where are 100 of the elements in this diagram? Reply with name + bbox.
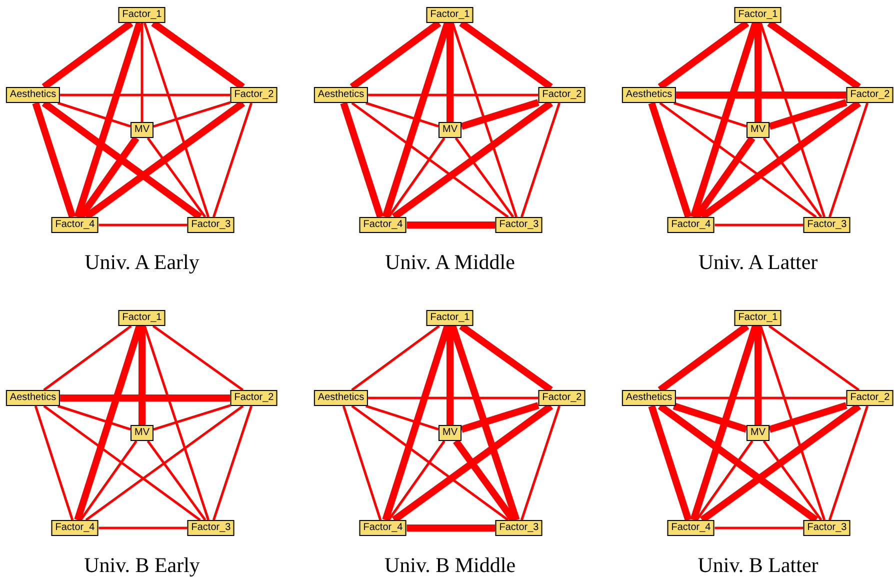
node-box: Factor_4 <box>51 520 99 536</box>
edge-line <box>460 402 540 433</box>
node-box: Factor_4 <box>51 217 99 233</box>
edge-line <box>143 22 210 218</box>
edge-line <box>388 440 446 521</box>
node-box: Factor_1 <box>118 7 166 23</box>
node-box: Factor_4 <box>667 520 715 536</box>
edge-line <box>674 102 747 128</box>
edge-line <box>672 402 748 433</box>
edge-line <box>74 22 143 218</box>
node-box: Factor_2 <box>538 390 586 406</box>
node-box: Aesthetics <box>6 87 60 103</box>
node-box: Factor_1 <box>426 7 474 23</box>
edge-line <box>60 394 230 402</box>
edge-line <box>98 526 188 530</box>
edge-line <box>648 102 692 218</box>
edge-line <box>762 137 822 218</box>
edge-line <box>648 404 692 522</box>
edge-line <box>676 396 846 400</box>
node-box: Factor_1 <box>734 310 782 326</box>
edge-line <box>676 92 846 98</box>
edge-line <box>446 326 454 425</box>
node-box: Aesthetics <box>314 390 368 406</box>
edge-line <box>342 406 382 520</box>
edge-line <box>368 94 538 96</box>
panel-caption: Univ. A Middle <box>385 250 515 274</box>
edge-line <box>146 137 206 218</box>
node-box: Factor_1 <box>734 7 782 23</box>
edge-line <box>759 326 826 520</box>
node-box: MV <box>746 425 770 441</box>
edge-line <box>351 405 509 521</box>
edge-line <box>152 324 244 392</box>
edge-line <box>768 402 848 433</box>
panel-caption: Univ. B Early <box>84 553 200 577</box>
edge-line <box>446 23 454 122</box>
node-box: MV <box>746 122 770 138</box>
node-box: Aesthetics <box>622 87 676 103</box>
node-box: Factor_4 <box>667 217 715 233</box>
edge-line <box>368 396 538 400</box>
edge-line <box>351 325 440 391</box>
edge-line <box>828 406 869 520</box>
edge-line <box>140 23 144 122</box>
edge-line <box>366 102 439 128</box>
node-box: Factor_3 <box>187 217 235 233</box>
node-box: Factor_1 <box>426 310 474 326</box>
edge-line <box>520 406 561 520</box>
panel-caption: Univ. B Latter <box>698 553 818 577</box>
panel-caption: Univ. A Early <box>84 250 200 274</box>
node-box: Factor_3 <box>495 217 543 233</box>
edge-line <box>659 102 817 218</box>
node-box: Factor_4 <box>359 520 407 536</box>
edge-line <box>768 99 848 130</box>
panel-caption: Univ. A Latter <box>698 250 818 274</box>
edge-line <box>454 137 514 218</box>
panel-caption: Univ. B Middle <box>384 553 516 577</box>
edge-line <box>98 224 188 226</box>
node-box: Factor_2 <box>846 87 894 103</box>
edge-line <box>212 102 253 218</box>
edge-line <box>58 102 131 128</box>
edge-line <box>34 406 74 520</box>
edge-line <box>58 404 131 430</box>
edge-line <box>138 326 146 425</box>
edge-line <box>754 23 762 122</box>
edge-line <box>43 325 132 391</box>
node-box: MV <box>130 122 154 138</box>
node-box: MV <box>438 122 462 138</box>
edge-line <box>696 440 754 521</box>
edge-line <box>451 22 518 218</box>
edge-line <box>32 102 76 218</box>
node-box: Aesthetics <box>622 390 676 406</box>
edge-line <box>153 101 231 128</box>
node-box: Factor_3 <box>495 520 543 536</box>
node-box: MV <box>130 425 154 441</box>
edge-line <box>366 404 439 430</box>
node-box: Factor_1 <box>118 310 166 326</box>
edge-line <box>80 440 138 521</box>
node-box: Factor_2 <box>846 390 894 406</box>
edge-line <box>85 404 244 522</box>
edge-line <box>714 526 804 530</box>
edge-line <box>762 440 822 521</box>
edge-line <box>714 224 804 226</box>
edge-line <box>754 326 762 425</box>
node-box: Factor_3 <box>803 520 851 536</box>
node-box: Aesthetics <box>6 390 60 406</box>
edge-line <box>146 440 206 521</box>
edge-line <box>388 137 446 218</box>
edge-line <box>60 94 230 96</box>
node-box: Factor_2 <box>230 390 278 406</box>
edge-line <box>143 326 210 520</box>
edge-line <box>768 324 860 392</box>
node-box: Aesthetics <box>314 87 368 103</box>
edge-line <box>43 405 201 521</box>
node-box: Factor_4 <box>359 217 407 233</box>
node-box: Factor_3 <box>187 520 235 536</box>
edge-line <box>153 404 231 431</box>
edge-line <box>460 99 540 130</box>
node-box: Factor_2 <box>538 87 586 103</box>
edge-line <box>212 406 253 520</box>
edge-line <box>759 22 826 218</box>
edge-line <box>340 102 384 218</box>
